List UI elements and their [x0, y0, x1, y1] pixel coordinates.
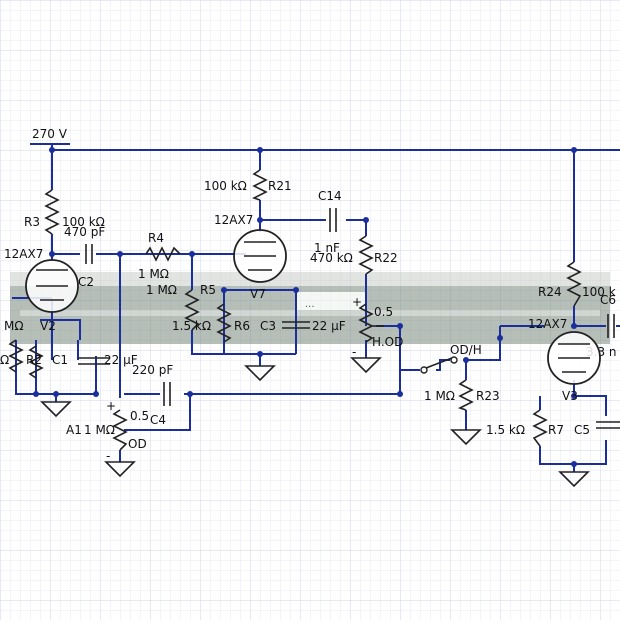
- tube-v7-ref: V7: [250, 287, 266, 301]
- resistor-r6-value: 1.5 kΩ: [172, 319, 211, 333]
- pot-od-value: 1 MΩ: [84, 423, 115, 437]
- tube-v3-ref: V3: [562, 389, 578, 403]
- resistor-r2-ref: R2: [26, 353, 42, 367]
- resistor-r3-value: 100 kΩ: [62, 215, 105, 229]
- capacitor-c3-ref: C3: [260, 319, 276, 333]
- supply-label: 270 V: [32, 127, 68, 141]
- ground-symbols: [40, 357, 590, 488]
- supply-rail: 270 V: [32, 127, 68, 141]
- ground-symbol: [558, 471, 590, 488]
- ground-symbol: [40, 401, 72, 418]
- resistor-r7[interactable]: 1.5 kΩ R7: [486, 409, 564, 447]
- resistor-r5-ref: R5: [200, 283, 216, 297]
- tube-v2-ref: V2: [40, 319, 56, 333]
- tube-v7-type: 12AX7: [214, 213, 253, 227]
- resistor-r2[interactable]: Ω R2: [0, 345, 44, 379]
- resistor-r21-value: 100 kΩ: [204, 179, 247, 193]
- pot-high-overdrive[interactable]: + 0.5 H.OD -: [352, 295, 403, 359]
- ground-symbol: [450, 429, 482, 446]
- resistor-r21[interactable]: 100 kΩ R21: [204, 169, 292, 201]
- switch-od-h[interactable]: OD/H: [420, 343, 482, 374]
- pot-od-plus: +: [106, 399, 116, 413]
- junctions: [33, 147, 577, 467]
- capacitor-c1-ref: C1: [52, 353, 68, 367]
- capacitor-c5[interactable]: C5: [574, 421, 620, 437]
- resistor-r23[interactable]: 1 MΩ R23: [424, 379, 500, 411]
- capacitor-c4[interactable]: 220 pF C4: [132, 363, 173, 427]
- pot-hod-setting: 0.5: [374, 305, 393, 319]
- background-device-panel: [10, 272, 610, 344]
- ground-symbol: [244, 365, 276, 382]
- resistor-r7-value: 1.5 kΩ: [486, 423, 525, 437]
- capacitor-c2-value: 470 pF: [64, 225, 105, 239]
- resistor-r22-value: 470 kΩ: [310, 251, 353, 265]
- resistor-r4[interactable]: R4 1 MΩ: [138, 231, 181, 281]
- tube-v2-type: 12AX7: [4, 247, 43, 261]
- resistor-r6[interactable]: 1.5 kΩ R6: [172, 303, 250, 343]
- resistor-r22[interactable]: 470 kΩ R22: [310, 235, 398, 275]
- capacitor-c6-ref: C6: [600, 293, 616, 307]
- capacitor-c1-value: 22 µF: [104, 353, 138, 367]
- resistor-r1-value: MΩ: [4, 319, 24, 333]
- resistor-r24[interactable]: R24 100 k: [538, 261, 616, 307]
- capacitor-c4-value: 220 pF: [132, 363, 173, 377]
- resistor-r23-ref: R23: [476, 389, 500, 403]
- switch-label: OD/H: [450, 343, 482, 357]
- resistor-r3[interactable]: R3 100 kΩ: [24, 189, 105, 235]
- capacitor-c14-ref: C14: [318, 189, 342, 203]
- capacitor-c3-value: 22 µF: [312, 319, 346, 333]
- resistor-r24-value: 100 k: [582, 285, 616, 299]
- pot-overdrive[interactable]: + 0.5 1 MΩ A1 OD -: [66, 399, 149, 463]
- resistor-r5-value: 1 MΩ: [146, 283, 177, 297]
- resistor-r21-ref: R21: [268, 179, 292, 193]
- resistor-r3-ref: R3: [24, 215, 40, 229]
- capacitor-c1[interactable]: C1 22 µF: [52, 353, 138, 367]
- capacitor-c2-ref: C2: [78, 275, 94, 289]
- resistor-r23-value: 1 MΩ: [424, 389, 455, 403]
- pot-od-ref: A1: [66, 423, 82, 437]
- resistor-r1-partial[interactable]: MΩ: [4, 319, 24, 373]
- resistor-r22-ref: R22: [374, 251, 398, 265]
- tube-v2[interactable]: 12AX7 V2: [4, 247, 79, 333]
- capacitor-c3[interactable]: C3 22 µF: [260, 319, 346, 333]
- pot-od-setting: 0.5: [130, 409, 149, 423]
- pot-hod-plus: +: [352, 295, 362, 309]
- ground-symbol: [350, 357, 382, 374]
- capacitor-c14-value: 1 nF: [314, 241, 340, 255]
- resistor-r2-value: Ω: [0, 353, 9, 367]
- resistor-r7-ref: R7: [548, 423, 564, 437]
- pot-hod-label: H.OD: [372, 335, 403, 349]
- resistor-r5[interactable]: 1 MΩ R5: [146, 283, 216, 331]
- capacitor-c14[interactable]: C14 1 nF: [314, 189, 342, 255]
- capacitor-c2[interactable]: 470 pF C2: [64, 225, 105, 289]
- tube-v7[interactable]: 12AX7 V7: [214, 213, 287, 301]
- overlay-label: ...: [305, 299, 315, 310]
- capacitor-c4-ref: C4: [150, 413, 166, 427]
- resistor-r6-ref: R6: [234, 319, 250, 333]
- resistor-r4-value: 1 MΩ: [138, 267, 169, 281]
- resistor-r4-ref: R4: [148, 231, 164, 245]
- ground-symbol: [104, 461, 136, 478]
- tube-v3-type: 12AX7: [528, 317, 567, 331]
- resistor-r24-ref: R24: [538, 285, 562, 299]
- pot-od-label: OD: [128, 437, 147, 451]
- capacitor-c5-ref: C5: [574, 423, 590, 437]
- pot-od-minus: -: [106, 449, 110, 463]
- pot-hod-minus: -: [352, 345, 356, 359]
- tube-v3[interactable]: 12AX7 V3: [528, 317, 601, 403]
